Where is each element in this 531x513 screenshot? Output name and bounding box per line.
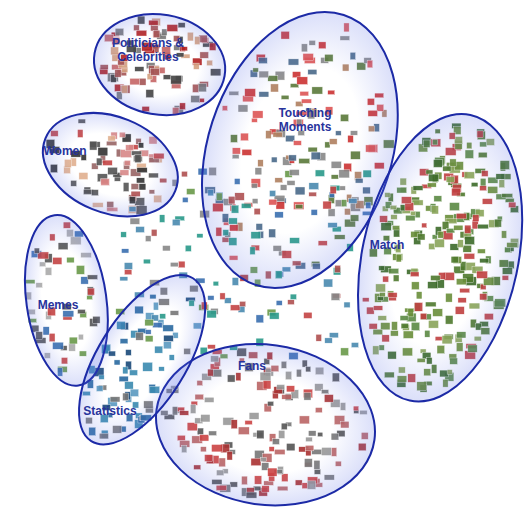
image-thumbnail [136,227,145,233]
image-thumbnail [232,278,238,286]
cluster-label: Memes [33,298,83,312]
image-thumbnail [207,310,216,318]
cluster-label: Politicians & Celebrities [103,36,193,64]
image-thumbnail [187,189,195,195]
image-thumbnail [230,305,240,311]
image-thumbnail [351,343,358,348]
image-thumbnail [335,265,341,272]
image-thumbnail [130,218,140,224]
image-thumbnail [143,259,150,264]
image-thumbnail [178,261,185,268]
image-thumbnail [224,298,231,304]
cluster-ellipse: Politicians & Celebrities [94,14,225,115]
image-thumbnail [124,263,132,270]
image-thumbnail [276,301,282,306]
image-thumbnail [213,281,219,286]
image-thumbnail [207,345,215,349]
image-thumbnail [159,215,164,223]
cluster-ellipse: Statistics [79,275,205,444]
cluster-label: Fans [232,359,272,373]
image-thumbnail [185,245,191,251]
ellipse-shape [333,99,531,417]
image-thumbnail [121,249,128,253]
image-thumbnail [145,236,151,242]
image-thumbnail [316,334,322,341]
image-thumbnail [170,262,178,266]
ellipse-outline [79,275,205,444]
image-thumbnail [344,302,350,308]
image-thumbnail [121,232,127,237]
image-thumbnail [124,269,131,274]
ellipse-shape [54,255,230,464]
cluster-label: Statistics [75,404,145,418]
ellipse-outline [358,114,522,401]
image-thumbnail [269,313,279,320]
image-thumbnail [120,277,128,281]
image-thumbnail [172,219,180,225]
image-thumbnail [220,293,225,300]
image-thumbnail [324,279,333,287]
cluster-label: Touching Moments [265,106,345,134]
ellipse-shape [86,4,233,125]
cluster-label: Match [362,238,412,252]
image-thumbnail [304,312,312,318]
cluster-ellipse: Women [43,113,178,216]
ellipse-outline [94,14,225,115]
image-thumbnail [182,171,188,177]
ellipse-outline [43,113,178,216]
image-thumbnail [325,338,333,343]
cluster-label: Women [35,144,95,158]
cluster-ellipse: Match [358,114,522,401]
image-thumbnail [341,348,349,356]
image-thumbnail [240,301,246,306]
image-thumbnail [288,300,295,305]
image-thumbnail [290,294,296,299]
image-thumbnail [208,296,214,301]
image-thumbnail [197,234,203,238]
image-thumbnail [182,197,188,202]
image-thumbnail [163,246,171,251]
image-thumbnail [329,333,338,338]
image-thumbnail [256,315,264,323]
image-thumbnail [331,293,340,300]
image-thumbnail [151,229,157,236]
